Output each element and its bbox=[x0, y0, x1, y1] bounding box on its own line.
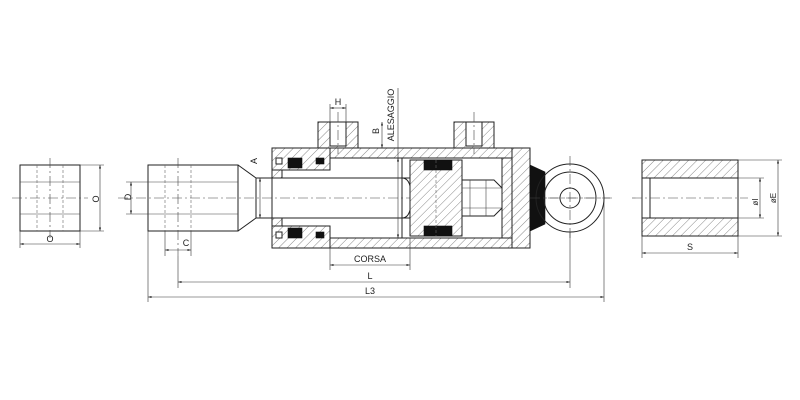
dimension-d: D bbox=[123, 181, 148, 215]
rod-eye-end-view bbox=[12, 158, 88, 238]
dimension-b: B bbox=[371, 122, 384, 148]
dim-label-corsa: CORSA bbox=[354, 254, 386, 264]
dim-label-alesaggio: ALESAGGIO bbox=[386, 89, 396, 142]
dim-label-d: D bbox=[123, 193, 133, 200]
rod-eye bbox=[147, 158, 257, 256]
dimension-c: C bbox=[164, 231, 192, 256]
dim-label-b: B bbox=[371, 128, 381, 134]
dimension-corsa: CORSA bbox=[329, 238, 411, 270]
dimension-phi-e: øE bbox=[738, 159, 782, 237]
port-left bbox=[317, 112, 359, 154]
dimension-a: A bbox=[249, 158, 262, 218]
dim-label-phi-i: øI bbox=[751, 198, 760, 205]
piston-rod bbox=[256, 177, 410, 219]
dim-label-s: S bbox=[687, 242, 693, 252]
dim-label-c: C bbox=[183, 238, 190, 248]
dimension-phi-i: øI bbox=[738, 177, 764, 219]
dim-label-l3: L3 bbox=[365, 286, 375, 296]
dim-label-phi-e: øE bbox=[769, 193, 778, 203]
dimension-l: L bbox=[177, 232, 571, 288]
dim-label-a: A bbox=[249, 158, 259, 164]
dimension-o-bottom: O bbox=[19, 231, 81, 248]
dimension-h: H bbox=[329, 97, 347, 122]
cylinder-head bbox=[271, 147, 331, 249]
piston bbox=[401, 158, 463, 238]
dim-label-h: H bbox=[335, 97, 342, 107]
dim-label-l: L bbox=[367, 271, 372, 281]
dimension-l3: L3 bbox=[147, 198, 605, 302]
port-right bbox=[453, 112, 495, 154]
dimension-o-side: O bbox=[80, 164, 104, 232]
dimension-s: S bbox=[641, 236, 739, 258]
dim-label-o-side: O bbox=[91, 195, 101, 202]
dim-label-o-bottom: O bbox=[46, 234, 53, 244]
bushing-section-view bbox=[632, 159, 748, 237]
piston-nut bbox=[461, 179, 503, 217]
dimension-alesaggio: ALESAGGIO bbox=[386, 88, 400, 238]
